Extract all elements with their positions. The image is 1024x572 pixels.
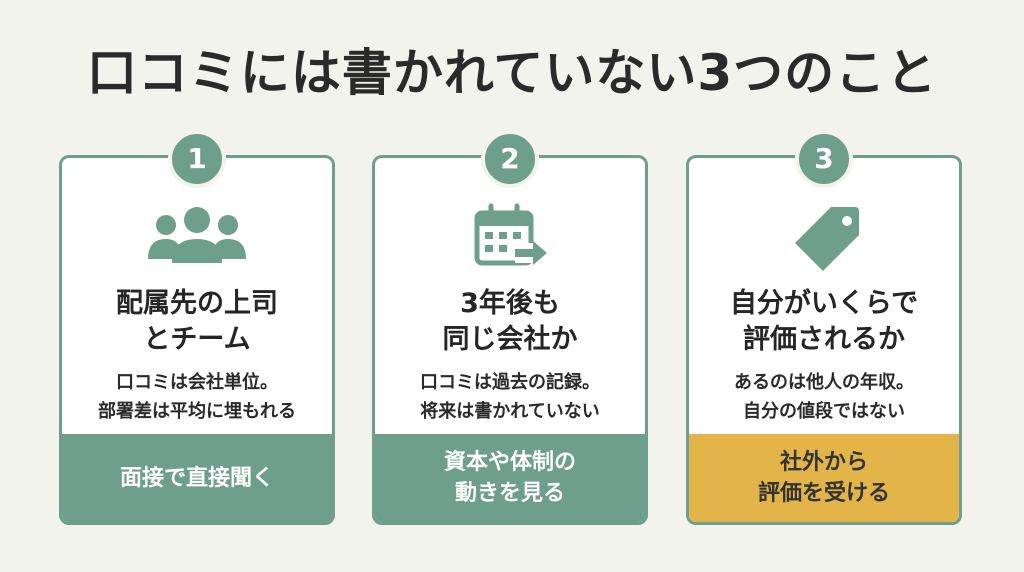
card-description: 口コミは会社単位。 部署差は平均に埋もれる xyxy=(98,372,296,422)
page-title: 口コミには書かれていない3つのこと xyxy=(86,44,938,102)
point-card-1: 1 配属先の上司 とチーム 口コミは会社単位。 部署差は平均に埋もれる 面接で直… xyxy=(59,130,335,525)
point-card-2: 2 3年後も 同じ会社か 口コミは過去の記録。 将来は書かれていない xyxy=(372,130,648,525)
point-card-3: 3 自分がいくらで 評価されるか あるのは他人の年収。 自分の値段ではない 社外… xyxy=(686,130,962,525)
action-banner: 面接で直接聞く xyxy=(62,434,332,522)
card-heading: 自分がいくらで 評価されるか xyxy=(729,288,919,355)
action-banner: 社外から 評価を受ける xyxy=(689,434,959,522)
price-tag-icon xyxy=(769,203,879,273)
card-description: 口コミは過去の記録。 将来は書かれていない xyxy=(420,372,600,422)
step-number-badge: 1 xyxy=(168,130,226,188)
card-description: あるのは他人の年収。 自分の値段ではない xyxy=(734,372,914,422)
action-banner: 資本や体制の 動きを見る xyxy=(375,434,645,522)
step-number-badge: 3 xyxy=(795,130,853,188)
calendar-arrow-icon xyxy=(455,203,565,273)
card-heading: 配属先の上司 とチーム xyxy=(116,288,278,355)
step-number-badge: 2 xyxy=(481,130,539,188)
card-heading: 3年後も 同じ会社か xyxy=(442,288,578,355)
people-group-icon xyxy=(142,203,252,273)
